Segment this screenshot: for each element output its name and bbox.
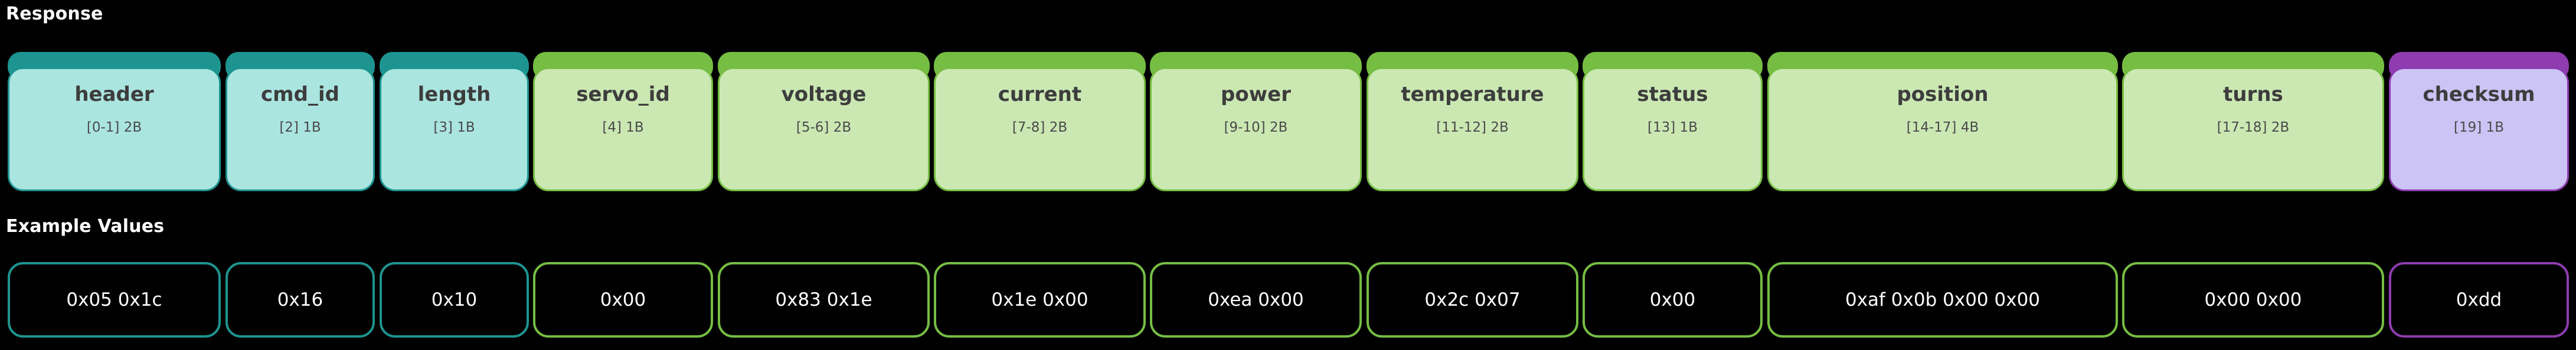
field-value-text: 0x00 [1649, 289, 1696, 310]
value-cell-position[interactable]: 0xaf 0x0b 0x00 0x00 [1767, 262, 2118, 338]
field-name-label: servo_id [576, 83, 670, 106]
field-name-label: header [74, 83, 154, 106]
field-cell-voltage[interactable]: voltage [5-6] 2B [718, 52, 930, 191]
field-byte-range-label: [13] 1B [1647, 120, 1698, 135]
field-value-text: 0x1e 0x00 [991, 289, 1088, 310]
field-name-label: temperature [1401, 83, 1544, 106]
field-cell-body: turns [17-18] 2B [2122, 67, 2384, 191]
field-cell-header[interactable]: header [0-1] 2B [8, 52, 221, 191]
value-cell-checksum[interactable]: 0xdd [2389, 262, 2569, 338]
field-cell-power[interactable]: power [9-10] 2B [1150, 52, 1362, 191]
field-cell-body: voltage [5-6] 2B [718, 67, 930, 191]
field-cell-body: servo_id [4] 1B [533, 67, 713, 191]
field-name-label: current [998, 83, 1082, 106]
field-name-label: power [1221, 83, 1291, 106]
field-value-text: 0xdd [2456, 289, 2502, 310]
value-cell-temperature[interactable]: 0x2c 0x07 [1367, 262, 1578, 338]
field-byte-range-label: [0-1] 2B [86, 120, 142, 135]
field-name-label: voltage [781, 83, 867, 106]
value-cell-length[interactable]: 0x10 [380, 262, 529, 338]
field-value-text: 0x00 [600, 289, 646, 310]
value-cell-cmd-id[interactable]: 0x16 [225, 262, 375, 338]
value-cell-current[interactable]: 0x1e 0x00 [934, 262, 1146, 338]
field-name-label: turns [2223, 83, 2283, 106]
field-value-text: 0x00 0x00 [2204, 289, 2302, 310]
field-byte-range-label: [7-8] 2B [1012, 120, 1068, 135]
field-cell-body: status [13] 1B [1583, 67, 1763, 191]
value-cell-power[interactable]: 0xea 0x00 [1150, 262, 1362, 338]
field-byte-range-label: [5-6] 2B [796, 120, 852, 135]
field-definition-row: header [0-1] 2B cmd_id [2] 1B length [3] 1B se… [0, 52, 2576, 197]
field-name-label: length [417, 83, 491, 106]
field-byte-range-label: [19] 1B [2454, 120, 2504, 135]
field-cell-current[interactable]: current [7-8] 2B [934, 52, 1146, 191]
field-byte-range-label: [17-18] 2B [2217, 120, 2290, 135]
field-cell-body: checksum [19] 1B [2389, 67, 2569, 191]
field-name-label: position [1897, 83, 1989, 106]
field-byte-range-label: [3] 1B [433, 120, 475, 135]
field-value-text: 0x10 [431, 289, 478, 310]
field-cell-temperature[interactable]: temperature [11-12] 2B [1367, 52, 1578, 191]
value-cell-header[interactable]: 0x05 0x1c [8, 262, 221, 338]
field-cell-body: current [7-8] 2B [934, 67, 1146, 191]
field-value-text: 0x83 0x1e [775, 289, 872, 310]
field-value-text: 0xea 0x00 [1208, 289, 1304, 310]
field-byte-range-label: [14-17] 4B [1906, 120, 1979, 135]
field-cell-checksum[interactable]: checksum [19] 1B [2389, 52, 2569, 191]
field-cell-turns[interactable]: turns [17-18] 2B [2122, 52, 2384, 191]
field-byte-range-label: [11-12] 2B [1436, 120, 1509, 135]
value-cell-turns[interactable]: 0x00 0x00 [2122, 262, 2384, 338]
field-cell-length[interactable]: length [3] 1B [380, 52, 529, 191]
example-values-row: 0x05 0x1c 0x16 0x10 0x00 0x83 0x1e 0x1e 0x00 0… [0, 262, 2576, 345]
field-value-text: 0x2c 0x07 [1424, 289, 1521, 310]
field-value-text: 0xaf 0x0b 0x00 0x00 [1845, 289, 2041, 310]
field-cell-body: cmd_id [2] 1B [225, 67, 375, 191]
field-cell-servo-id[interactable]: servo_id [4] 1B [533, 52, 713, 191]
value-cell-status[interactable]: 0x00 [1583, 262, 1763, 338]
value-cell-servo-id[interactable]: 0x00 [533, 262, 713, 338]
example-values-section-title: Example Values [6, 216, 165, 237]
value-cell-voltage[interactable]: 0x83 0x1e [718, 262, 930, 338]
field-cell-position[interactable]: position [14-17] 4B [1767, 52, 2118, 191]
field-cell-body: header [0-1] 2B [8, 67, 221, 191]
field-byte-range-label: [4] 1B [602, 120, 644, 135]
field-name-label: checksum [2423, 83, 2535, 106]
field-cell-body: position [14-17] 4B [1767, 67, 2118, 191]
field-byte-range-label: [9-10] 2B [1224, 120, 1288, 135]
field-byte-range-label: [2] 1B [279, 120, 321, 135]
field-name-label: cmd_id [261, 83, 339, 106]
field-cell-body: power [9-10] 2B [1150, 67, 1362, 191]
field-cell-body: temperature [11-12] 2B [1367, 67, 1578, 191]
field-cell-cmd-id[interactable]: cmd_id [2] 1B [225, 52, 375, 191]
response-section-title: Response [6, 4, 103, 24]
field-name-label: status [1637, 83, 1708, 106]
field-value-text: 0x05 0x1c [66, 289, 162, 310]
field-value-text: 0x16 [277, 289, 323, 310]
field-cell-body: length [3] 1B [380, 67, 529, 191]
field-cell-status[interactable]: status [13] 1B [1583, 52, 1763, 191]
